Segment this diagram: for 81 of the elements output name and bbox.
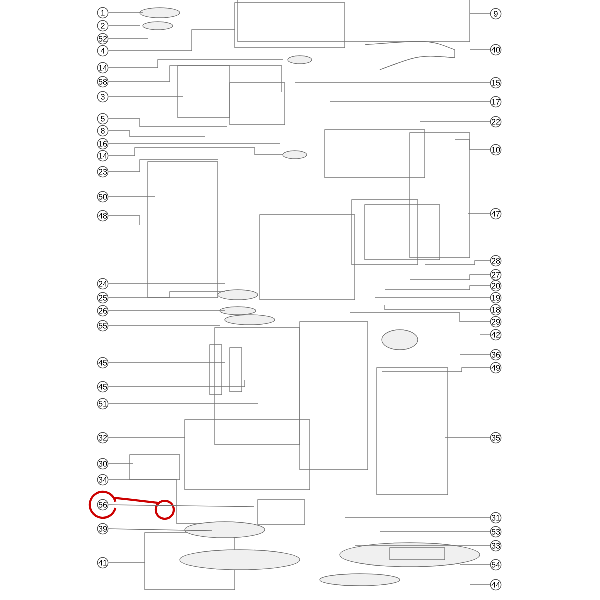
callout-number: 15 — [490, 77, 502, 89]
callout-number: 22 — [490, 116, 502, 128]
leader-line — [108, 310, 226, 312]
callout-number: 53 — [490, 526, 502, 538]
callout-number: 42 — [490, 329, 502, 341]
leader-line — [108, 196, 156, 198]
callout-number: 3 — [97, 91, 109, 103]
callout-number: 10 — [490, 144, 502, 156]
callout-number: 16 — [97, 138, 109, 150]
leader-line — [108, 96, 184, 98]
callout-number: 5 — [97, 113, 109, 125]
callout-number: 14 — [97, 150, 109, 162]
callout-number: 33 — [490, 540, 502, 552]
callout-number: 14 — [97, 62, 109, 74]
callout-number: 41 — [97, 557, 109, 569]
callout-number: 34 — [97, 474, 109, 486]
leader-line — [108, 38, 148, 40]
callout-number: 25 — [97, 292, 109, 304]
callout-number: 55 — [97, 320, 109, 332]
callout-number: 49 — [490, 362, 502, 374]
callout-number: 51 — [97, 398, 109, 410]
leader-line — [108, 160, 218, 172]
callout-number: 8 — [97, 125, 109, 137]
leader-line — [424, 260, 491, 266]
leader-line — [382, 368, 491, 372]
callout-number: 44 — [490, 579, 502, 591]
leader-line — [108, 148, 284, 156]
leader-line — [108, 216, 140, 226]
leader-line — [108, 118, 228, 128]
callout-number: 47 — [490, 208, 502, 220]
leader-line — [108, 66, 282, 92]
callout-number: 28 — [490, 255, 502, 267]
leader-line — [410, 274, 491, 280]
callout-number: 9 — [490, 8, 502, 20]
leader-line — [108, 504, 262, 508]
callout-number: 52 — [97, 33, 109, 45]
leader-line — [350, 312, 491, 322]
callout-number: 20 — [490, 280, 502, 292]
leader-line — [108, 12, 144, 14]
leader-line — [108, 380, 246, 388]
callout-number: 45 — [97, 357, 109, 369]
callout-number: 40 — [490, 44, 502, 56]
leader-line — [108, 562, 146, 564]
callout-number: 50 — [97, 191, 109, 203]
leader-line — [460, 564, 491, 566]
callout-number: 39 — [97, 523, 109, 535]
callout-number: 18 — [490, 304, 502, 316]
leader-line — [108, 30, 236, 52]
leader-line — [108, 362, 226, 364]
leader-line — [108, 480, 200, 524]
leader-line — [108, 60, 284, 68]
leader-line — [384, 304, 491, 310]
callout-number: 32 — [97, 432, 109, 444]
leader-line — [108, 528, 212, 532]
callout-number: 36 — [490, 349, 502, 361]
callout-number: 19 — [490, 292, 502, 304]
callout-number: 58 — [97, 76, 109, 88]
leader-line — [454, 140, 491, 150]
leader-line — [108, 292, 226, 298]
callout-number: 4 — [97, 45, 109, 57]
callout-number: 1 — [97, 7, 109, 19]
leader-line — [480, 334, 491, 336]
callout-number: 30 — [97, 458, 109, 470]
callout-number: 2 — [97, 20, 109, 32]
leader-line — [460, 354, 491, 356]
callout-number: 24 — [97, 278, 109, 290]
callout-number: 29 — [490, 316, 502, 328]
leader-line — [470, 584, 491, 586]
callout-number: 35 — [490, 432, 502, 444]
callout-number: 45 — [97, 381, 109, 393]
callout-number: 54 — [490, 559, 502, 571]
callout-number: 23 — [97, 166, 109, 178]
callout-number: 17 — [490, 96, 502, 108]
callout-number: 27 — [490, 269, 502, 281]
leader-line — [384, 286, 491, 290]
callout-number: 26 — [97, 305, 109, 317]
leader-line — [294, 82, 491, 84]
callout-number: 48 — [97, 210, 109, 222]
callout-number: 56 — [97, 499, 109, 511]
leader-line — [108, 130, 206, 138]
callout-number: 31 — [490, 512, 502, 524]
